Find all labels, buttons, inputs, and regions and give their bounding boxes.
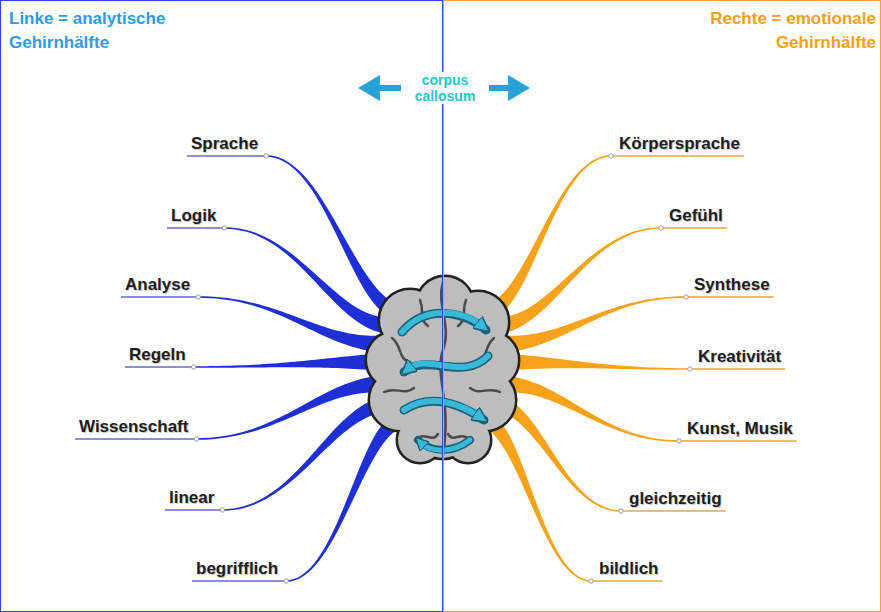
- arrow-head: [508, 75, 530, 101]
- branch-label: bildlich: [599, 559, 659, 579]
- label-underline: [121, 296, 198, 298]
- branch-dot: [677, 439, 681, 443]
- hemisphere-panel: Rechte = emotionale GehirnhälfteKörpersp…: [443, 0, 881, 612]
- branch-layer: [75, 154, 797, 583]
- label-underline: [75, 438, 196, 440]
- branch-dot: [222, 226, 226, 230]
- label-underline: [125, 366, 194, 368]
- mind-map-branch: [494, 227, 661, 335]
- branch-label: Gefühl: [669, 206, 723, 226]
- branch-dot: [284, 579, 288, 583]
- branch-label: gleichzeitig: [629, 489, 722, 509]
- label-underline: [621, 510, 726, 512]
- branch-label: begrifflich: [196, 559, 278, 579]
- mind-map-branch: [198, 296, 384, 353]
- branch-label: Regeln: [129, 345, 186, 365]
- hemisphere-panel: Linke = analytische GehirnhälfteSpracheL…: [0, 0, 443, 612]
- label-underline: [192, 580, 286, 582]
- label-underline: [167, 227, 224, 229]
- branch-dot: [194, 437, 198, 441]
- branch-label: Wissenschaft: [79, 417, 188, 437]
- mind-map-branch: [196, 375, 384, 440]
- label-underline: [686, 296, 774, 298]
- hemisphere-heading: Linke = analytische Gehirnhälfte: [9, 7, 209, 55]
- branch-label: Kunst, Musik: [687, 419, 793, 439]
- branch-dot: [220, 508, 224, 512]
- label-underline: [165, 509, 222, 511]
- branch-label: Körpersprache: [619, 134, 740, 154]
- structure-label: corpus callosum: [401, 72, 489, 104]
- branch-label: Analyse: [125, 275, 190, 295]
- label-underline: [679, 440, 797, 442]
- branch-dot: [191, 365, 195, 369]
- label-underline: [591, 580, 663, 582]
- branch-label: linear: [169, 488, 214, 508]
- branch-label: Kreativität: [698, 347, 781, 367]
- mind-map-branch: [224, 227, 392, 335]
- mind-map-branch: [194, 353, 382, 371]
- mind-map-branch: [482, 411, 591, 582]
- brain-arrows: [402, 313, 488, 450]
- mind-map-branch: [502, 296, 686, 353]
- brain-gyri: [384, 282, 500, 455]
- branch-dot: [659, 226, 663, 230]
- branch-label: Synthese: [694, 275, 770, 295]
- branch-dot: [264, 154, 268, 158]
- branch-label: Sprache: [191, 134, 258, 154]
- mind-map-branch: [286, 411, 404, 582]
- label-underline: [661, 227, 727, 229]
- branch-dot: [589, 579, 593, 583]
- branch-dot: [619, 509, 623, 513]
- branch-dot: [684, 295, 688, 299]
- branch-dot: [196, 295, 200, 299]
- label-underline: [690, 368, 785, 370]
- branch-label: Logik: [171, 206, 216, 226]
- hemisphere-heading: Rechte = emotionale Gehirnhälfte: [666, 7, 876, 55]
- label-underline: [187, 155, 266, 157]
- mind-map-branch: [504, 353, 690, 371]
- branch-dot: [688, 367, 692, 371]
- arrow-head: [358, 75, 380, 101]
- label-underline: [611, 155, 744, 157]
- branch-dot: [609, 154, 613, 158]
